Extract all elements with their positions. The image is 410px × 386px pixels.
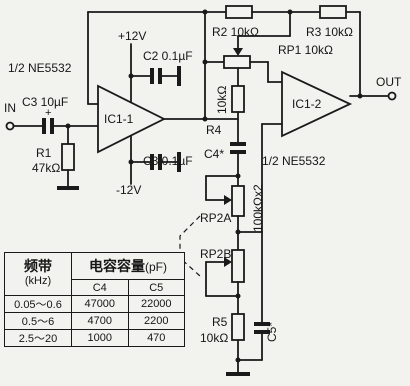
rp2a-potentiometer: [231, 185, 245, 217]
rp2-gang-link: [179, 215, 201, 277]
output-label: OUT: [376, 75, 402, 89]
svg-text:+: +: [45, 107, 51, 119]
r5-label: R5: [212, 315, 228, 329]
r4-resistor: [231, 85, 245, 113]
ic1-2-label: IC1-2: [292, 97, 322, 111]
r1-label: R1: [36, 146, 52, 160]
c5-cell: 22000: [127, 295, 185, 313]
cap-unit: (pF): [145, 260, 167, 274]
r3-label: R3 10kΩ: [306, 25, 353, 39]
rp1-label: RP1 10kΩ: [278, 43, 333, 57]
band-header: 频带: [24, 258, 52, 274]
supply-positive-label: +12V: [118, 29, 146, 43]
cap-header-cell: 电容容量(pF): [71, 252, 185, 280]
c5-capacitor: [254, 322, 270, 334]
input-terminal: [5, 121, 15, 131]
ic1-1-label: IC1-1: [104, 112, 134, 126]
input-label: IN: [4, 101, 16, 115]
band-header-cell: 频带 (kHz): [4, 252, 72, 296]
ic1-2-chip-label: 1/2 NE5532: [262, 154, 326, 168]
r2-resistor: [225, 5, 253, 19]
band-unit: (kHz): [24, 275, 52, 287]
r2-label: R2 10kΩ: [212, 25, 259, 39]
ic1-2-opamp: [281, 70, 353, 138]
rp1-potentiometer: [223, 55, 251, 69]
table-row: 0.5～6 4700 2200: [4, 312, 185, 330]
output-terminal: [387, 91, 397, 101]
c3-negative-supply-label: C3 0.1µF: [143, 154, 193, 168]
c3-negative-supply-capacitor: [150, 154, 162, 170]
rp2a-label: RP2A: [200, 211, 231, 225]
c2-capacitor: [150, 68, 162, 84]
c4-cell: 1000: [71, 329, 129, 347]
r1-value: 47kΩ: [32, 161, 60, 175]
supply-negative-label: -12V: [116, 183, 141, 197]
c3-input-label: C3 10µF: [22, 95, 68, 109]
r4-value: 10kΩ: [215, 86, 229, 114]
c2-label: C2 0.1µF: [143, 49, 193, 63]
c5-cell: 470: [127, 329, 185, 347]
c4-capacitor: [230, 142, 246, 154]
r3-resistor: [319, 5, 347, 19]
r4-label: R4: [206, 123, 222, 137]
c4-label: C4*: [204, 147, 224, 161]
c3-input-capacitor: +: [42, 107, 54, 134]
rp2b-label: RP2B: [200, 247, 231, 261]
table-row: 2.5～20 1000 470: [4, 329, 185, 347]
c5-label: C5*: [265, 322, 279, 342]
r1-resistor: [61, 143, 75, 171]
band-cell: 0.05～0.6: [4, 295, 72, 313]
capacitor-value-table: 频带 (kHz) 电容容量(pF) C4 C5 0.05～0.6 47000 2…: [4, 252, 185, 347]
cap-header: 电容容量: [89, 258, 145, 274]
band-cell: 2.5～20: [4, 329, 72, 347]
rp2-value: 100kΩx2: [251, 184, 265, 232]
c5-column-header: C5: [127, 279, 185, 296]
ic1-1-chip-label: 1/2 NE5532: [8, 61, 72, 75]
band-cell: 0.5～6: [4, 312, 72, 330]
rp2b-potentiometer: [231, 249, 245, 283]
c4-column-header: C4: [71, 279, 129, 296]
c4-cell: 47000: [71, 295, 129, 313]
table-row: 0.05～0.6 47000 22000: [4, 295, 185, 313]
c5-cell: 2200: [127, 312, 185, 330]
r5-resistor: [231, 313, 245, 341]
r5-value: 10kΩ: [200, 331, 228, 345]
c4-cell: 4700: [71, 312, 129, 330]
